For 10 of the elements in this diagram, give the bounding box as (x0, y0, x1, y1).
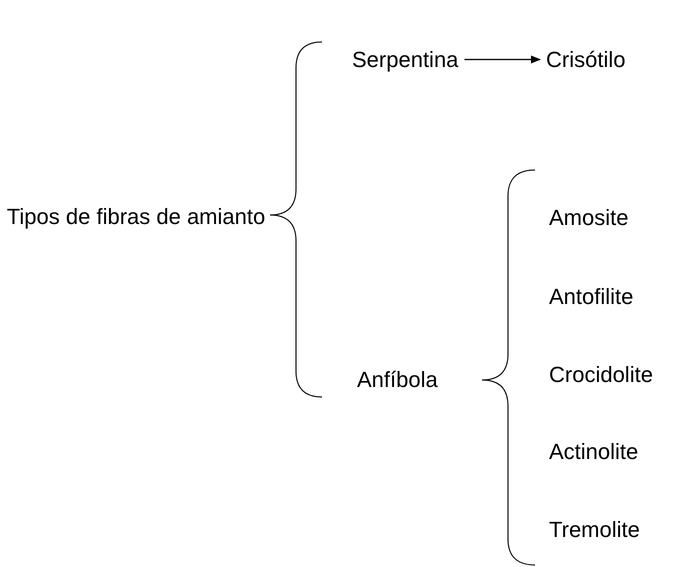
category-label: Crisótilo (546, 46, 626, 73)
arrow (464, 56, 541, 64)
category-label: Crocidolite (549, 361, 653, 388)
category-label: Actinolite (549, 438, 638, 465)
category-label: Antofilite (549, 283, 634, 310)
category-label: Tremolite (549, 516, 640, 543)
category-label: Anfíbola (357, 366, 438, 393)
category-label: Amosite (549, 204, 628, 231)
category-label: Tipos de fibras de amianto (5, 203, 267, 230)
category-label: Serpentina (352, 46, 458, 73)
